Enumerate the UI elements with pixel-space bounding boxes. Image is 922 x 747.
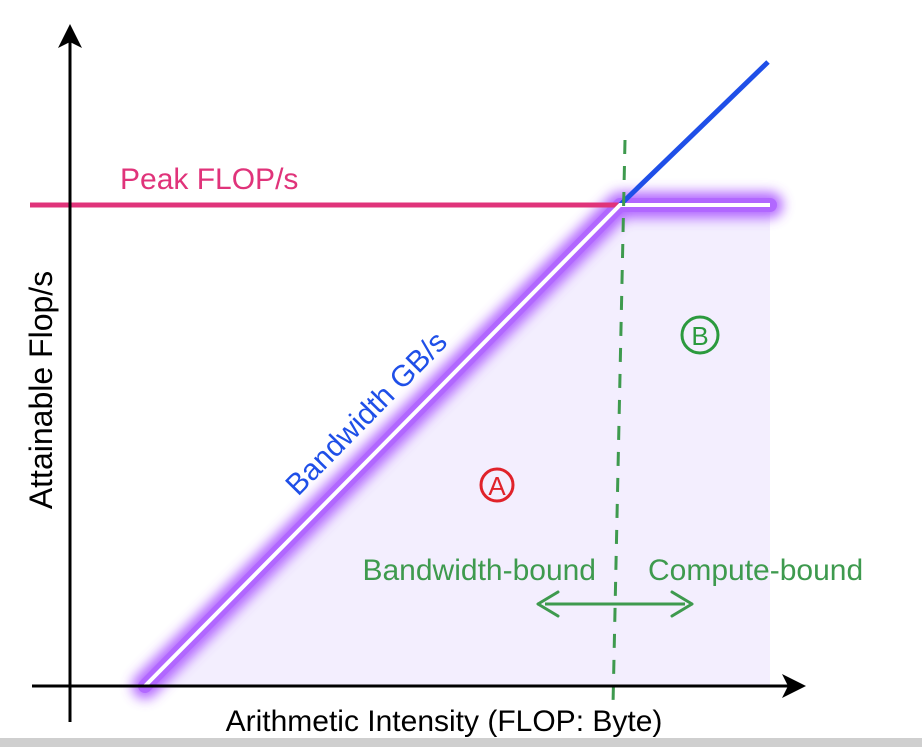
x-axis-label: Arithmetic Intensity (FLOP: Byte): [226, 705, 663, 738]
peak-flops-label: Peak FLOP/s: [120, 163, 298, 196]
region-b-marker-circle: [680, 315, 720, 355]
compute-bound-label: Compute-bound: [648, 554, 863, 587]
region-a-marker: A: [488, 471, 506, 501]
bandwidth-bound-label: Bandwidth-bound: [362, 554, 596, 587]
ridge-divider-line: [611, 139, 627, 706]
region-a-marker-circle: [479, 467, 515, 503]
bound-arrow-left-head: [536, 590, 560, 618]
bottom-edge-strip: [0, 738, 922, 747]
x-axis-arrowhead: [782, 674, 806, 698]
y-axis-label: Attainable Flop/s: [23, 271, 59, 509]
roofline: [143, 203, 770, 688]
attainable-region: [145, 205, 770, 686]
y-axis-arrowhead: [58, 24, 82, 48]
region-b-marker: B: [691, 321, 708, 351]
bound-arrow-right-head: [670, 590, 694, 618]
bandwidth-line: [618, 60, 770, 207]
